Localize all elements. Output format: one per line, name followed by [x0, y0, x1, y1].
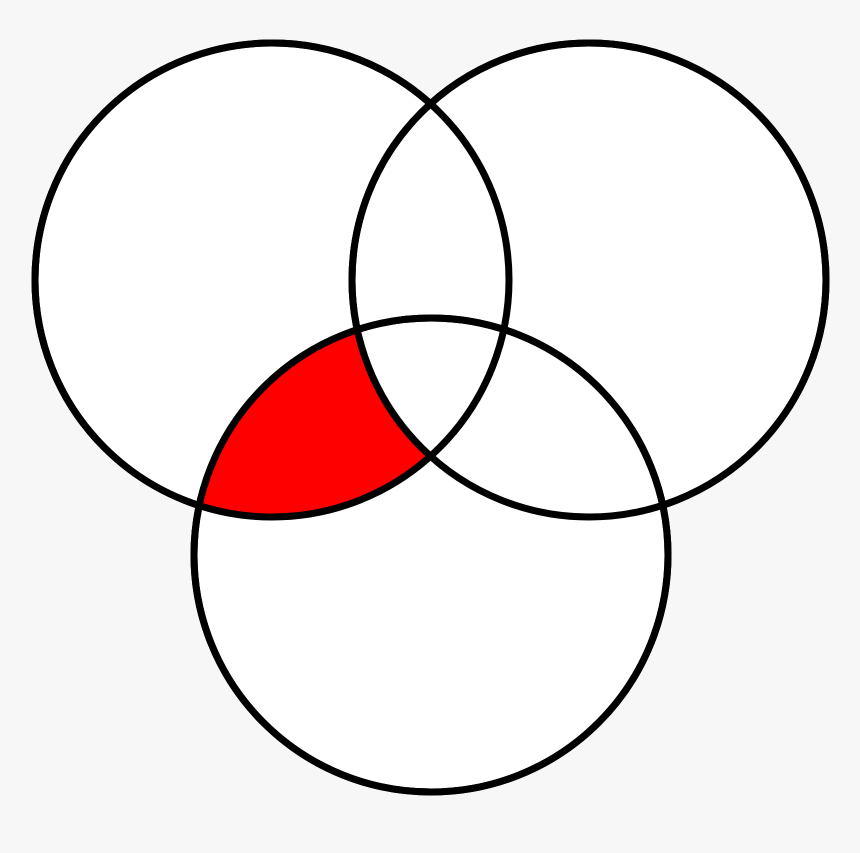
set-bottom-outline — [190, 314, 672, 796]
set-left-outline — [31, 39, 513, 521]
set-right-outline — [348, 39, 830, 521]
